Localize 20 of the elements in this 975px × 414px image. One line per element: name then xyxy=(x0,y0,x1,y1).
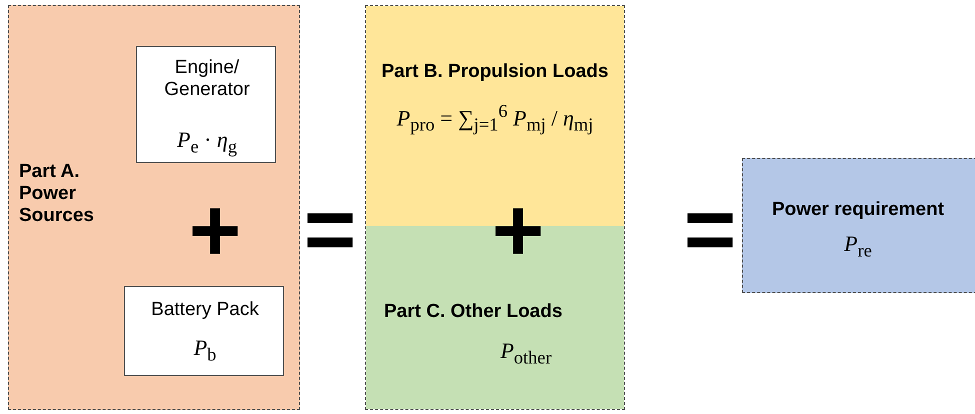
heading: Part C. Other Loads xyxy=(383,301,564,323)
part-box xyxy=(8,5,300,410)
part-box xyxy=(124,286,284,376)
equals-sign: = xyxy=(682,200,738,260)
plus-sign: + xyxy=(188,201,242,261)
dashed-box xyxy=(365,5,625,410)
box-label: Battery Pack xyxy=(150,299,260,321)
part-box xyxy=(136,46,276,163)
formula: P$_{other}$ xyxy=(499,338,553,368)
plus-sign: + xyxy=(490,201,546,261)
heading: Power requirement xyxy=(770,199,946,221)
equals-sign: = xyxy=(302,200,358,260)
box-label: Engine/ Generator xyxy=(163,57,251,101)
formula: P$_{pro}$ = ∑$_{j=1}$$^{6}$ P$_{mj}$ / η$_{mj}$ xyxy=(396,101,594,136)
part-box xyxy=(742,158,975,293)
formula: P$_{b}$ xyxy=(192,335,218,366)
heading: Part A. Power Sources xyxy=(19,161,95,227)
formula: P$_{re}$ xyxy=(843,231,873,262)
heading: Part B. Propulsion Loads xyxy=(380,61,610,83)
formula: P$_{e}$ · η$_{g}$ xyxy=(176,127,238,158)
